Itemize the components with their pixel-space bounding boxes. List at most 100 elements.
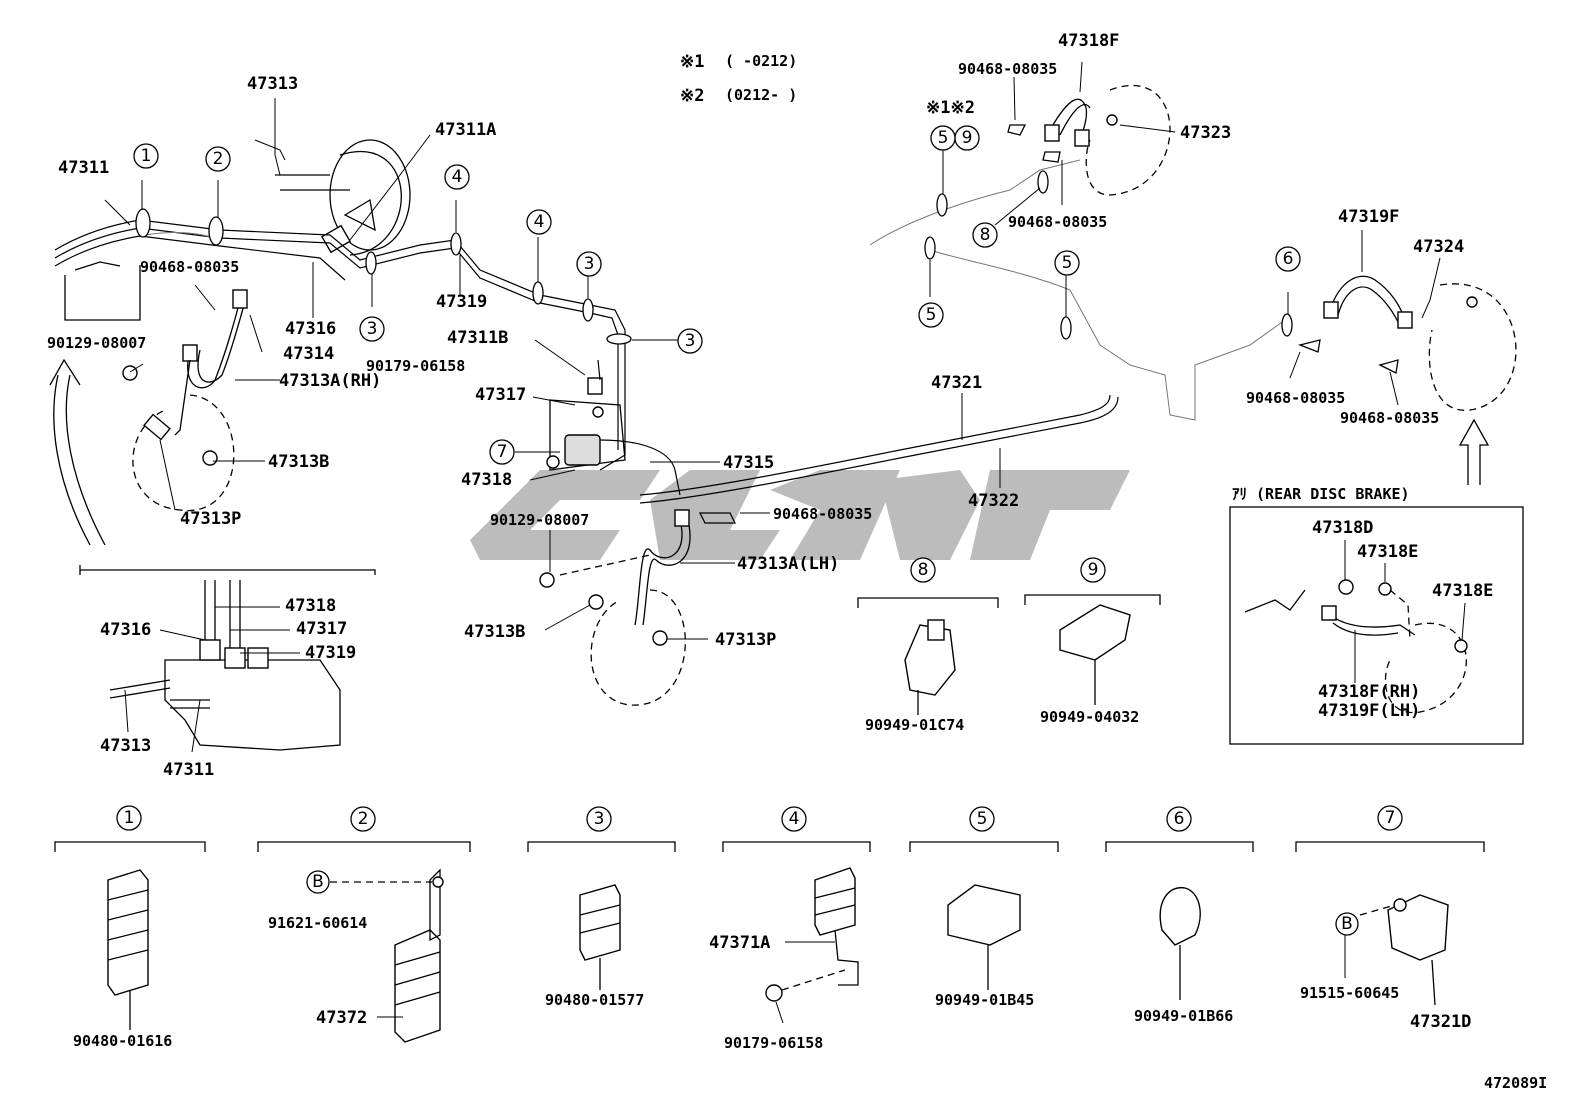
label-90949-01c74: 90949-01C74 [865,716,964,734]
label-47324: 47324 [1413,237,1464,257]
callout-5: 5 [926,305,937,325]
label-47317: 47317 [475,385,526,405]
label-47313b-lh: 47313B [464,622,525,642]
label-90129-08007-lh: 90129-08007 [490,511,589,529]
label-47311: 47311 [58,158,109,178]
label-47321: 47321 [931,373,982,393]
label-47318f-rh: 47318F(RH) [1318,682,1420,702]
label-90468-08035-rl: 90468-08035 [1246,389,1345,407]
callout-1: 1 [124,808,135,828]
callout-6: 6 [1283,249,1294,269]
callout-3: 3 [685,331,696,351]
callout-4: 4 [789,809,800,829]
detail-clip-9 [1024,594,1161,705]
callout-7: 7 [1385,808,1396,828]
leader-lines [104,61,1466,1024]
label-91621-60614: 91621-60614 [268,914,367,932]
inset-label-47319: 47319 [305,643,356,663]
label-47318f: 47318F [1058,31,1119,51]
label-47371a: 47371A [709,933,770,953]
callout-9: 9 [1088,560,1099,580]
label-90468-08035-mid: 90468-08035 [773,505,872,523]
note-1-mark: ※1 [680,52,704,72]
rear-lh-hose [1297,275,1517,411]
label-90468-08035-rear: 90468-08035 [1008,213,1107,231]
rear-brake-lines [639,159,1293,504]
inset-label-47311: 47311 [163,760,214,780]
callout-3: 3 [584,254,595,274]
label-47318: 47318 [461,470,512,490]
label-91515-60645: 91515-60645 [1300,984,1399,1002]
inset-label-47316: 47316 [100,620,151,640]
callout-6: 6 [1174,809,1185,829]
label-90480-01577: 90480-01577 [545,991,644,1009]
inset-label-47317: 47317 [296,619,347,639]
label-90480-01616: 90480-01616 [73,1032,172,1050]
label-90949-01b66: 90949-01B66 [1134,1007,1233,1025]
callout-5: 5 [938,128,949,148]
label-90949-01b45: 90949-01B45 [935,991,1034,1009]
label-47314: 47314 [283,344,334,364]
label-47313a-rh: 47313A(RH) [279,371,381,391]
rear-disc-brake-inset [1229,506,1524,745]
label-47316: 47316 [285,319,336,339]
inset-label-47313: 47313 [100,736,151,756]
rear-rh-hose [1007,84,1171,196]
figure-id: 472089I [1484,1074,1547,1092]
front-brake-lines [54,208,632,471]
label-90468-08035-top: 90468-08035 [958,60,1057,78]
label-90949-04032: 90949-04032 [1040,708,1139,726]
label-90179-06158: 90179-06158 [366,357,465,375]
label-47313p-lh: 47313P [715,630,776,650]
callout-5: 5 [1062,253,1073,273]
detail-clamp-5 [909,841,1059,990]
callout-4: 4 [452,167,463,187]
detail-clip-8 [857,597,999,715]
label-47322: 47322 [968,491,1019,511]
label-47372: 47372 [316,1008,367,1028]
proportioning-valve [546,359,681,496]
label-90129-08007: 90129-08007 [47,334,146,352]
callout-2: 2 [213,149,224,169]
label-47311b: 47311B [447,328,508,348]
label-90468-08035: 90468-08035 [140,258,239,276]
label-47313: 47313 [247,74,298,94]
callout-4: 4 [534,212,545,232]
callout-1: 1 [141,146,152,166]
label-47315: 47315 [723,453,774,473]
arrow-icon [49,358,106,546]
detail-clamp-4 [722,841,871,1002]
label-47313b: 47313B [268,452,329,472]
front-lh-hose [539,509,737,706]
label-47311a: 47311A [435,120,496,140]
label-47318e-2: 47318E [1432,581,1493,601]
note-2-mark: ※2 [680,86,704,106]
label-47313a-lh: 47313A(LH) [737,554,839,574]
label-47319f-lh: 47319F(LH) [1318,701,1420,721]
callout-2: 2 [358,809,369,829]
arrow-icon [1458,418,1490,485]
label-47318e: 47318E [1357,542,1418,562]
detail-clamp-7 [1295,841,1485,1006]
detail-clamp-1 [54,841,206,1030]
note-1-2: ※1※2 [926,98,975,118]
callout-8: 8 [980,225,991,245]
label-47323: 47323 [1180,123,1231,143]
callout-b: B [1341,914,1353,934]
detail-clamp-2 [257,841,471,1043]
callout-7: 7 [497,442,508,462]
callout-8: 8 [918,560,929,580]
callout-3: 3 [367,319,378,339]
label-47321d: 47321D [1410,1012,1471,1032]
label-90468-08035-rr: 90468-08035 [1340,409,1439,427]
note-2-range: (0212- ) [725,86,797,104]
master-cylinder-assembly [64,139,411,321]
inset-label-47318: 47318 [285,596,336,616]
front-rh-hose [122,289,248,512]
detail-clamp-6 [1105,841,1254,1000]
label-47319: 47319 [436,292,487,312]
label-90179-06158-b: 90179-06158 [724,1034,823,1052]
watermark-logo [470,470,1130,560]
label-47318d: 47318D [1312,518,1373,538]
